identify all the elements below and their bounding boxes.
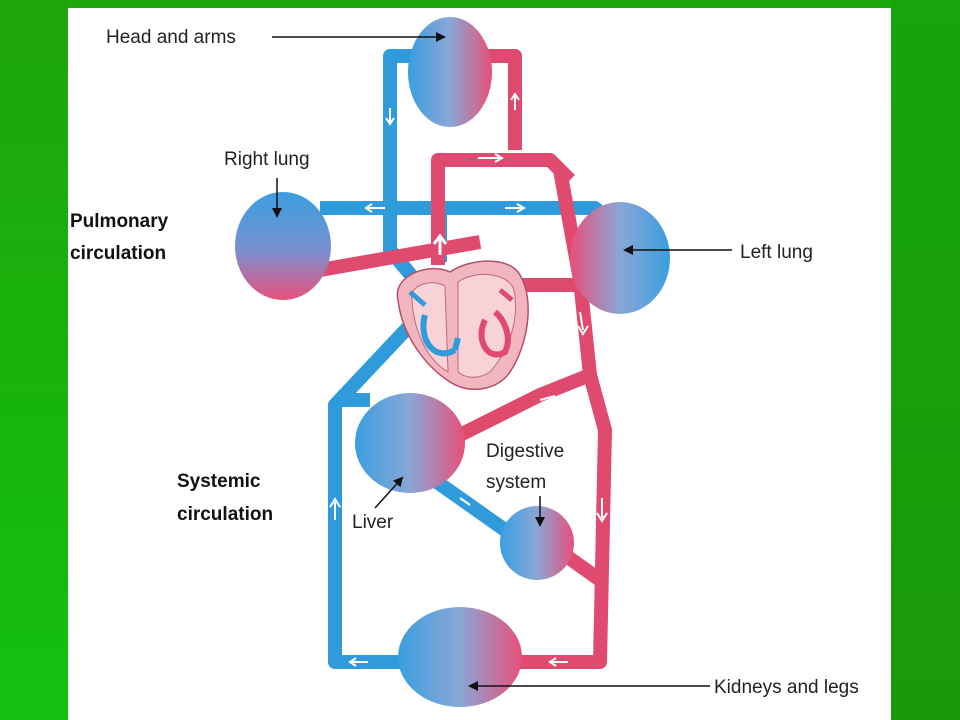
kidneys-and-legs-organ: [398, 607, 522, 707]
liver-organ: [355, 393, 465, 493]
label-kidneys-and-legs: Kidneys and legs: [714, 677, 859, 698]
head-and-arms-organ: [408, 17, 492, 127]
pointer-lines: [272, 32, 732, 691]
background-stripe-right: [891, 0, 960, 720]
label-systemic-line1: Systemic: [177, 471, 261, 492]
label-left-lung: Left lung: [740, 242, 813, 263]
right-lung-organ: [235, 192, 331, 300]
digestive-system-organ: [500, 506, 574, 580]
label-right-lung: Right lung: [224, 149, 310, 170]
label-systemic-line2: circulation: [177, 504, 273, 525]
background-stripe-left: [0, 0, 68, 720]
label-pulmonary-line2: circulation: [70, 243, 166, 264]
flow-arrows: [329, 92, 608, 667]
label-digestive-line1: Digestive: [486, 441, 564, 462]
label-head-and-arms: Head and arms: [106, 27, 236, 48]
label-pulmonary-line1: Pulmonary: [70, 211, 169, 232]
left-lung-organ: [570, 202, 670, 314]
label-liver: Liver: [352, 512, 394, 533]
heart: [396, 260, 529, 390]
label-digestive-line2: system: [486, 472, 546, 493]
